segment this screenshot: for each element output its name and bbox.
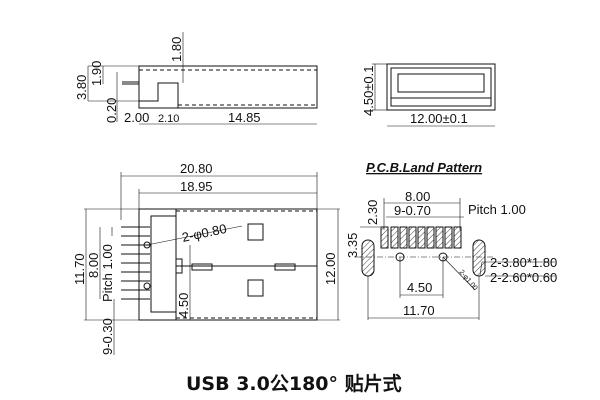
dim-3-80: 3.80 xyxy=(74,75,89,100)
dim-20-80: 20.80 xyxy=(180,161,213,176)
dim-front-height: 4.50±0.1 xyxy=(361,65,376,116)
top-view: 20.80 18.95 11.70 8.00 Pitch 1.00 9-0.30… xyxy=(72,161,340,355)
pins xyxy=(121,226,150,300)
pcb-land-pattern: P.C.B.Land Pattern 8.00 9-0.70 Pitch 1.0… xyxy=(345,160,557,320)
caption: USB 3.0公180° 贴片式 xyxy=(186,372,402,395)
front-view: 4.50±0.1 12.00±0.1 xyxy=(361,63,496,127)
pcb-dim-3-35: 3.35 xyxy=(345,233,360,258)
dim-1-80: 1.80 xyxy=(169,37,184,62)
pins-label: 9-0.30 xyxy=(100,318,115,355)
dim-0-20: 0.20 xyxy=(104,98,119,123)
dim-4-50: 4.50 xyxy=(176,293,191,318)
holes-label: 2-φ0.80 xyxy=(181,221,228,245)
dim-2-10: 2.10 xyxy=(158,113,179,125)
pcb-dim-2-30: 2.30 xyxy=(365,200,380,225)
dim-18-95: 18.95 xyxy=(180,179,213,194)
dim-11-70: 11.70 xyxy=(72,253,87,285)
pcb-dim-8-00: 8.00 xyxy=(405,189,430,204)
dim-1-90: 1.90 xyxy=(89,61,104,86)
dim-12-00: 12.00 xyxy=(323,252,338,285)
dim-8-00: 8.00 xyxy=(86,253,101,278)
pcb-dim-11-70: 11.70 xyxy=(403,303,435,318)
pcb-title: P.C.B.Land Pattern xyxy=(366,160,482,175)
pitch-label: Pitch 1.00 xyxy=(100,244,115,302)
pads xyxy=(380,226,462,249)
pcb-slot-inner: 2-2.60*0.60 xyxy=(490,270,557,285)
pcb-pads-label: 9-0.70 xyxy=(394,203,431,218)
pcb-slot-outer: 2-3.80*1.80 xyxy=(490,255,557,270)
dim-14-85: 14.85 xyxy=(228,110,261,125)
side-view: 3.80 1.90 0.20 1.80 2.00 2.10 14.85 xyxy=(74,32,318,125)
dim-front-width: 12.00±0.1 xyxy=(410,111,468,126)
dim-2-00: 2.00 xyxy=(124,110,149,125)
pcb-dim-4-50: 4.50 xyxy=(407,280,432,295)
pcb-pitch-label: Pitch 1.00 xyxy=(468,202,526,217)
